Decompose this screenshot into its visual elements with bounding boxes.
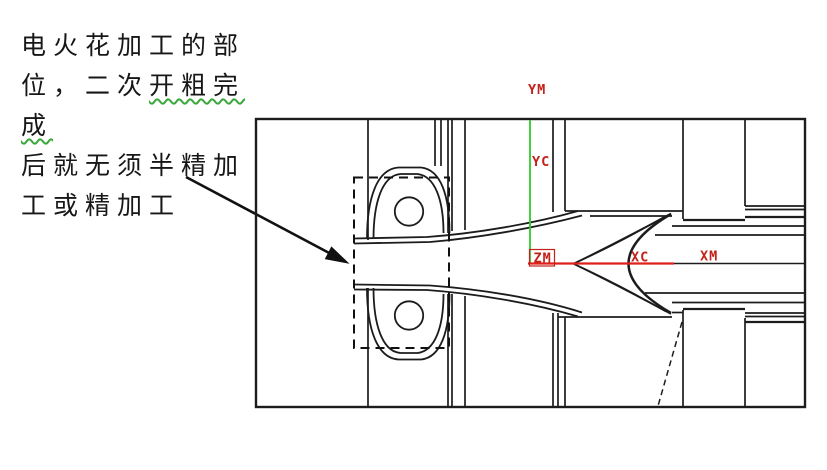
wavy-underlined-text: 开粗完成 [21,71,246,140]
label-yc: YC [532,154,550,170]
label-zm: ZM [534,251,552,267]
dashed-edm-region [353,176,450,349]
label-xc: XC [631,250,649,266]
cavity-funnel-curves [353,210,583,318]
bottom-boss-outline [366,287,451,361]
leader-arrow [185,175,350,264]
screw-hole-top [393,196,425,227]
annotation-line-4: 工或精加工 [21,191,182,220]
top-boss-outline [366,166,451,240]
annotation-line-3: 后就无须半精加 [21,151,246,180]
coordinate-system: YM YC ZM XC XM [528,82,718,267]
screw-hole-bottom [393,300,425,331]
label-xm: XM [700,249,718,265]
annotation-line-1: 电火花加工的部 [21,31,246,60]
label-ym: YM [528,82,546,98]
annotation-text: 电火花加工的部 位，二次开粗完成 后就无须半精加 工或精加工 [21,26,273,226]
annotation-line-2: 位，二次开粗完成 [21,71,246,140]
zm-axis-box [528,248,556,267]
